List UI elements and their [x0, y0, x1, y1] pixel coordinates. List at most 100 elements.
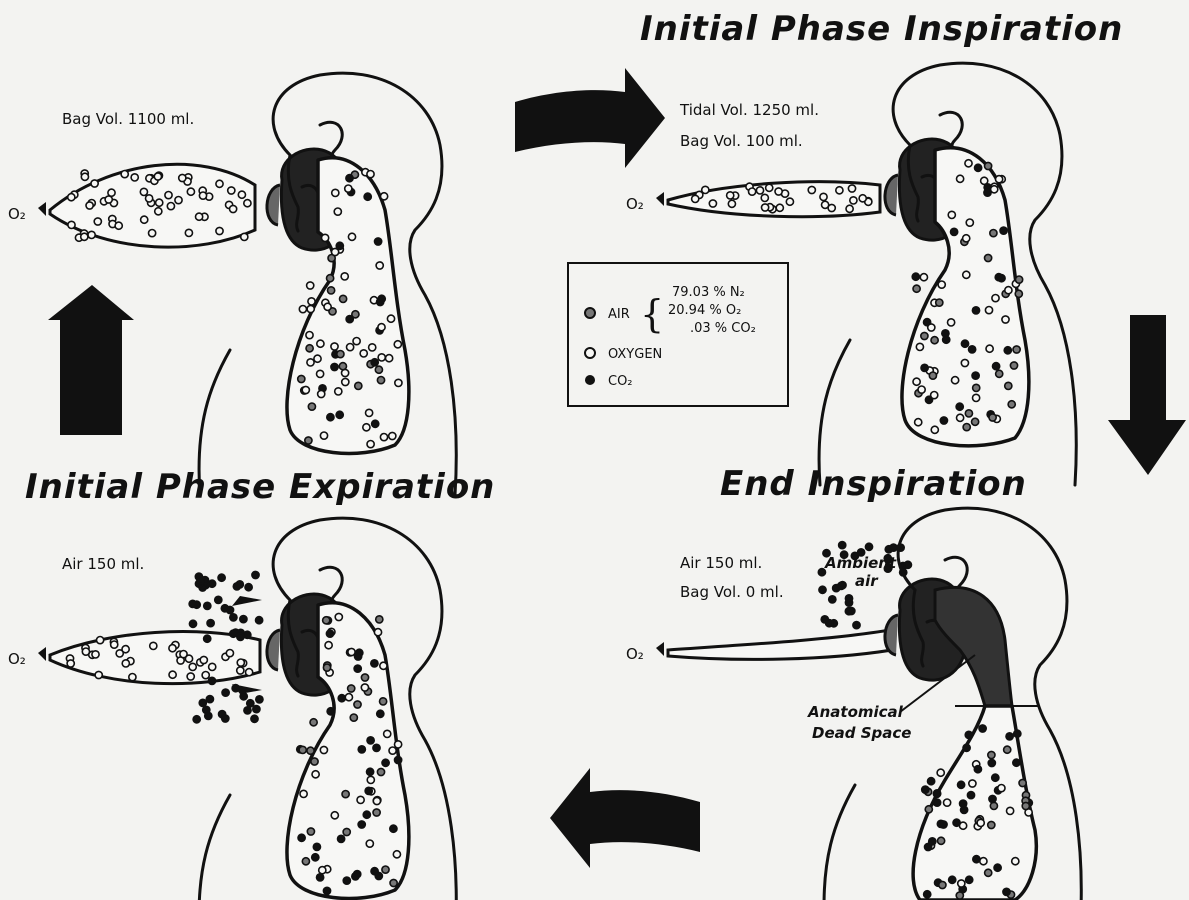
oxygen-particle	[307, 282, 314, 289]
air-particle	[307, 828, 314, 835]
oxygen-particle	[140, 188, 147, 195]
oxygen-particle	[97, 637, 104, 644]
co2-particle	[922, 786, 929, 793]
air-particle	[1015, 290, 1022, 297]
oxygen-particle	[749, 188, 756, 195]
air-particle	[339, 363, 346, 370]
oxygen-particle	[108, 189, 115, 196]
oxygen-particle	[367, 776, 374, 783]
air-particle	[343, 828, 350, 835]
oxygen-particle	[944, 799, 951, 806]
oxygen-particle	[199, 192, 206, 199]
co2-particle	[992, 774, 999, 781]
oxygen-particle	[185, 229, 192, 236]
o2-valve-icon	[656, 642, 664, 656]
oxygen-particle	[965, 160, 972, 167]
co2-particle	[355, 653, 362, 660]
co2-particle	[338, 835, 345, 842]
co2-particle	[363, 811, 370, 818]
oxygen-particle	[156, 199, 163, 206]
co2-particle	[1004, 347, 1011, 354]
bag-volume-label: Bag Vol. 100 ml.	[680, 132, 803, 150]
co2-particle	[298, 834, 305, 841]
oxygen-particle	[68, 221, 75, 228]
air-particle	[361, 674, 368, 681]
oxygen-particle	[86, 202, 93, 209]
co2-particle	[313, 843, 320, 850]
air-particle	[302, 858, 309, 865]
panel-title-end-inspiration: End Inspiration	[720, 464, 1027, 504]
co2-particle	[988, 759, 995, 766]
air-volume-label: Air 150 ml.	[62, 555, 144, 573]
oxygen-particle	[996, 176, 1003, 183]
oxygen-particle	[859, 195, 866, 202]
air-particle	[382, 866, 389, 873]
oxygen-particle	[991, 186, 998, 193]
cycle-arrow-right-icon	[515, 68, 665, 168]
co2-particle	[940, 821, 947, 828]
oxygen-particle	[702, 186, 709, 193]
oxygen-particle	[129, 674, 136, 681]
oxygen-particle	[238, 191, 245, 198]
co2-particle	[256, 617, 263, 624]
co2-particle	[966, 876, 973, 883]
oxygen-particle	[317, 370, 324, 377]
air-particle	[342, 791, 349, 798]
oxygen-particle	[322, 234, 329, 241]
co2-particle	[961, 340, 968, 347]
oxygen-particle	[360, 350, 367, 357]
panel-bottom-left: Initial Phase Expiration Air 150 ml. O₂	[8, 467, 495, 900]
air-particle	[375, 366, 382, 373]
oxygen-particle	[775, 188, 782, 195]
co2-particle	[230, 614, 237, 621]
co2-particle	[371, 868, 378, 875]
co2-particle	[193, 716, 200, 723]
co2-particle	[848, 607, 855, 614]
oxygen-particle	[348, 233, 355, 240]
bag-volume-label: Bag Vol. 0 ml.	[680, 583, 784, 601]
oxygen-particle	[369, 344, 376, 351]
co2-particle	[338, 695, 345, 702]
co2-particle	[251, 715, 258, 722]
air-particle	[350, 714, 357, 721]
o2-valve-icon	[656, 192, 664, 206]
co2-particle	[951, 228, 958, 235]
co2-particle	[826, 620, 833, 627]
oxygen-particle	[846, 205, 853, 212]
co2-particle	[972, 307, 979, 314]
co2-particle	[823, 550, 830, 557]
co2-particle	[240, 616, 247, 623]
air-particle	[929, 372, 936, 379]
air-particle	[323, 617, 330, 624]
oxygen-particle	[67, 660, 74, 667]
oxygen-particle	[850, 197, 857, 204]
oxygen-particle	[131, 174, 138, 181]
co2-particle	[358, 821, 365, 828]
co2-particle	[317, 874, 324, 881]
collapsed-bag	[668, 630, 892, 659]
oxygen-particle	[374, 629, 381, 636]
co2-particle	[253, 706, 260, 713]
oxygen-particle	[334, 208, 341, 215]
air-particle	[305, 437, 312, 444]
o2-inlet-label: O₂	[626, 645, 644, 663]
co2-particle	[336, 411, 343, 418]
oxygen-particle	[95, 671, 102, 678]
oxygen-particle	[389, 747, 396, 754]
air-particle	[348, 685, 355, 692]
oxygen-particle	[320, 432, 327, 439]
oxygen-particle	[331, 812, 338, 819]
co2-particle	[1000, 227, 1007, 234]
co2-particle	[197, 577, 204, 584]
co2-particle	[346, 175, 353, 182]
co2-particle	[1013, 759, 1020, 766]
air-particle	[355, 382, 362, 389]
oxygen-particle	[165, 192, 172, 199]
co2-particle	[244, 707, 251, 714]
air-particle-icon	[585, 308, 595, 318]
oxygen-particle	[1005, 287, 1012, 294]
oxygen-particle	[88, 231, 95, 238]
oxygen-particle	[149, 230, 156, 237]
co2-particle	[865, 543, 872, 550]
